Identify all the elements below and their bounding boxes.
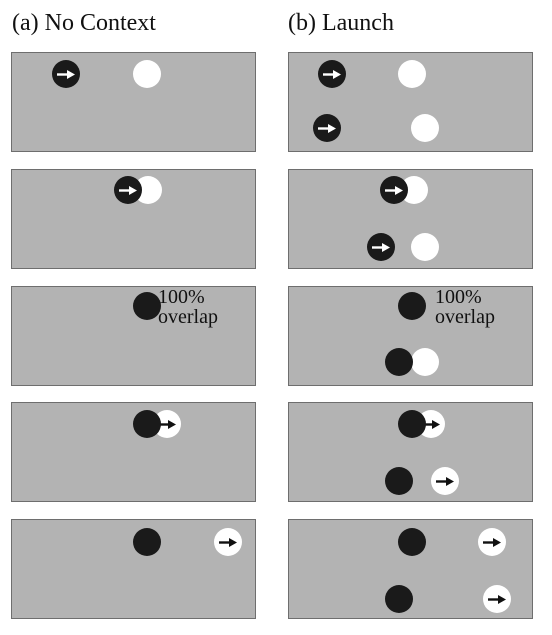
white-ball: [431, 467, 459, 495]
black-ball: [385, 348, 413, 376]
white-ball: [133, 60, 161, 88]
black-ball: [398, 292, 426, 320]
black-ball: [133, 292, 161, 320]
column-title: (b) Launch: [288, 10, 394, 36]
black-ball: [52, 60, 80, 88]
right-arrow-icon: [318, 123, 336, 133]
right-arrow-icon: [488, 594, 506, 604]
white-ball: [411, 348, 439, 376]
right-arrow-icon: [323, 69, 341, 79]
right-arrow-icon: [219, 537, 237, 547]
right-arrow-icon: [372, 242, 390, 252]
black-ball: [133, 528, 161, 556]
white-ball: [478, 528, 506, 556]
white-ball: [411, 114, 439, 142]
white-ball: [214, 528, 242, 556]
black-ball: [380, 176, 408, 204]
right-arrow-icon: [119, 185, 137, 195]
white-ball: [483, 585, 511, 613]
black-ball: [114, 176, 142, 204]
right-arrow-icon: [385, 185, 403, 195]
overlap-annotation: 100% overlap: [158, 286, 218, 328]
black-ball: [133, 410, 161, 438]
black-ball: [385, 585, 413, 613]
black-ball: [318, 60, 346, 88]
white-ball: [398, 60, 426, 88]
column-title: (a) No Context: [12, 10, 156, 36]
black-ball: [398, 528, 426, 556]
right-arrow-icon: [483, 537, 501, 547]
right-arrow-icon: [436, 476, 454, 486]
black-ball: [313, 114, 341, 142]
white-ball: [411, 233, 439, 261]
black-ball: [367, 233, 395, 261]
black-ball: [398, 410, 426, 438]
right-arrow-icon: [57, 69, 75, 79]
black-ball: [385, 467, 413, 495]
overlap-annotation: 100% overlap: [435, 286, 495, 328]
